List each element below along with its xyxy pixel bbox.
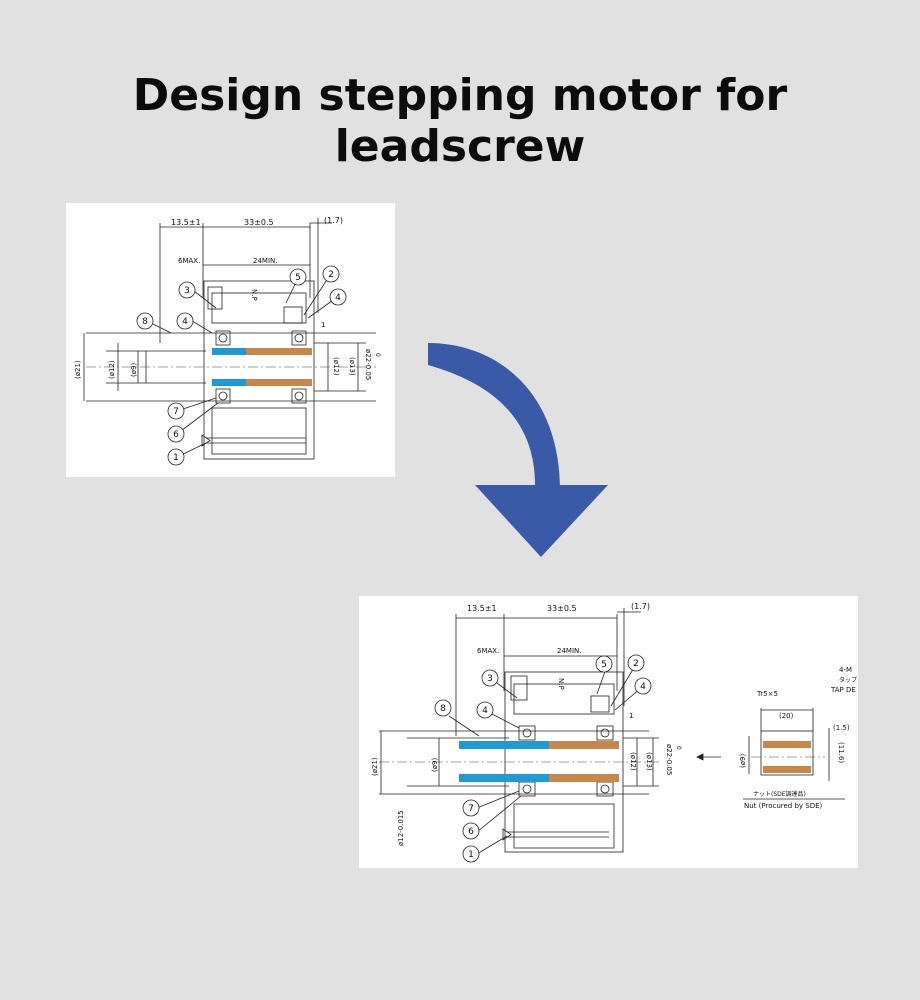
callout-label: 2 (328, 270, 334, 280)
tolerance-text: 0 (374, 353, 381, 357)
dim-text: 24MIN. (253, 257, 277, 265)
diameter-text: (ø9) (130, 363, 138, 377)
corner-text: TAP DE (830, 686, 856, 694)
dim-text: (1.7) (631, 602, 650, 611)
callout-label: 3 (487, 674, 493, 684)
transform-arrow-icon (428, 343, 608, 557)
callout-circle (434, 699, 452, 717)
diameter-text: ø22-0.05 (364, 349, 372, 380)
dim-text: 24MIN. (557, 647, 581, 655)
drawing-after-panel: 13.5±1 33±0.5 (1.7) 6MAX. 24MIN. N.P (ø2… (359, 596, 858, 868)
callout-label: 4 (640, 682, 646, 692)
callout-circle (167, 448, 185, 466)
callout-circle (627, 654, 645, 672)
dim-text: 6MAX. (178, 257, 200, 265)
diameter-text: (ø9) (431, 758, 439, 772)
diameter-text: (ø12) (108, 360, 116, 379)
nut-thread-text: Tr5×5 (756, 690, 778, 698)
callout-label: 4 (482, 706, 488, 716)
nut-length-text: (20) (779, 712, 794, 720)
callout-label: 7 (468, 804, 474, 814)
diameter-text: (ø21) (371, 757, 379, 776)
callout-circle (476, 701, 494, 719)
page-title: Design stepping motor for leadscrew (132, 70, 788, 172)
dim-text: 13.5±1 (171, 218, 201, 227)
callout-circle (136, 312, 154, 330)
callout-label: 6 (468, 827, 474, 837)
callout-circle (462, 799, 480, 817)
corner-text: タップ (839, 676, 857, 684)
dim-text: 13.5±1 (467, 604, 497, 613)
nut-inner-dia-text: (ø9) (739, 754, 747, 768)
callout-circle (178, 281, 196, 299)
nut-outer-dia-text: (11.6) (837, 742, 845, 763)
callout-label: 5 (601, 660, 607, 670)
small-mark: 1 (629, 712, 633, 720)
dim-text: (1.7) (324, 216, 343, 225)
np-mark: N.P (557, 678, 565, 690)
dim-text: 33±0.5 (244, 218, 274, 227)
callout-label: 2 (633, 659, 639, 669)
np-mark: N.P (250, 289, 258, 301)
nut-label-en: Nut (Procured by SDE) (744, 802, 823, 810)
callout-label: 4 (335, 293, 341, 303)
corner-text: 4-M (839, 666, 852, 674)
nut-label-jp: ナット(SDE調達品) (753, 790, 806, 798)
callout-label: 3 (184, 286, 190, 296)
diameter-text: (ø12) (629, 752, 637, 771)
drawing-before: 13.5±1 33±0.5 (1.7) 6MAX. 24MIN. N.P (ø2… (74, 216, 381, 466)
small-mark: 1 (321, 321, 325, 329)
dim-text: 6MAX. (477, 647, 499, 655)
diameter-text: (ø21) (74, 360, 82, 379)
callout-circle (634, 677, 652, 695)
callout-circle (595, 655, 613, 673)
diameter-text: (ø12) (332, 357, 340, 376)
callout-label: 5 (295, 273, 301, 283)
callout-circle (329, 288, 347, 306)
diameter-text: (ø13) (645, 752, 653, 771)
callout-label: 1 (468, 850, 474, 860)
callout-label: 6 (173, 430, 179, 440)
drawing-after: 13.5±1 33±0.5 (1.7) 6MAX. 24MIN. N.P (ø2… (371, 602, 857, 863)
nut-flange-text: (1.5) (833, 724, 850, 732)
callout-circle (481, 669, 499, 687)
drawing-before-panel: 13.5±1 33±0.5 (1.7) 6MAX. 24MIN. N.P (ø2… (66, 203, 395, 477)
callout-circle (167, 425, 185, 443)
callout-label: 7 (173, 407, 179, 417)
callout-circle (322, 265, 340, 283)
callout-label: 8 (142, 317, 148, 327)
diameter-text: (ø13) (348, 357, 356, 376)
tolerance-text: 0 (675, 746, 682, 750)
dim-text: 33±0.5 (547, 604, 577, 613)
callout-label: 8 (440, 704, 446, 714)
callout-circle (289, 268, 307, 286)
callout-label: 1 (173, 453, 179, 463)
callout-circle (462, 845, 480, 863)
callout-circle (462, 822, 480, 840)
callout-label: 4 (182, 317, 188, 327)
callout-circle (176, 312, 194, 330)
diameter-text: ø22-0.05 (665, 744, 673, 775)
shaft-dim-text: ø12-0.015 (397, 810, 405, 846)
callout-circle (167, 402, 185, 420)
